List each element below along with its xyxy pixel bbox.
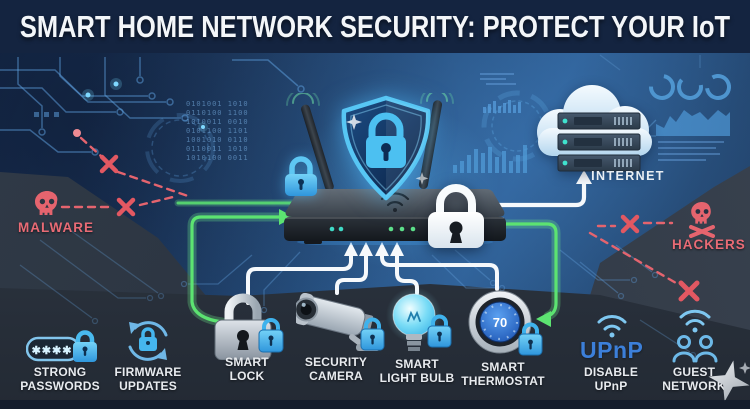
sparkle-glint [415, 172, 429, 185]
blocked-x-icon [116, 197, 136, 217]
password-mask: ✱✱✱✱ [32, 345, 73, 357]
strong-passwords-icon: ✱✱✱✱ [26, 330, 97, 362]
smart-thermostat-icon: 70 [468, 290, 543, 356]
guest-network-label: GUEST NETWORK [662, 365, 726, 393]
secured-badge-lock [518, 322, 543, 356]
mini-bar-chart [453, 145, 527, 173]
secured-badge-lock [360, 317, 385, 351]
cloud-server-stack [557, 112, 641, 172]
firmware-updates-label: FIRMWARE UPDATES [114, 365, 182, 393]
router-padlock-right-icon [428, 184, 484, 248]
malware-threat-path [60, 129, 190, 217]
router-padlock-left-icon [285, 156, 317, 196]
upnp-logo: UPnP [580, 337, 644, 363]
smart-lock-icon [214, 293, 284, 360]
disable-upnp-label: DISABLE UPnP [583, 365, 639, 393]
hackers-skull-icon [689, 202, 715, 238]
hackers-label: HACKERS [672, 237, 746, 252]
antenna-signal-ripples [286, 93, 454, 106]
blocked-x-icon [99, 154, 119, 174]
internet-label: INTERNET [591, 169, 665, 183]
deco-text-bars [480, 73, 724, 161]
malware-label: MALWARE [18, 220, 94, 235]
mini-bar-chart-small [483, 100, 521, 113]
smart-light-bulb-label: SMART LIGHT BULB [379, 357, 455, 385]
mini-donut-charts [649, 74, 731, 100]
hacker-threat-path [588, 214, 700, 302]
smart-light-bulb-icon [386, 287, 452, 351]
secured-badge-lock [258, 318, 284, 353]
green-secure-path-left [174, 199, 310, 327]
circuit-traces-dark [19, 54, 701, 359]
firmware-updates-icon [128, 321, 168, 361]
security-camera-label: SECURITY CAMERA [304, 355, 368, 383]
sparkle-glint [346, 114, 362, 130]
page-title: SMART HOME NETWORK SECURITY: PROTECT YOU… [19, 9, 731, 45]
green-secure-path-right [500, 219, 561, 327]
shield-lock-icon [341, 95, 431, 201]
title-bar [0, 0, 750, 53]
malware-skull-icon [35, 191, 58, 215]
security-camera-icon [296, 293, 385, 351]
device-links [246, 242, 499, 305]
bottom-edge-strip [0, 400, 750, 409]
circuit-traces-mid [180, 244, 659, 314]
circuit-traces-top-left [0, 57, 305, 156]
secured-badge-lock [427, 314, 452, 348]
router-leds [329, 226, 416, 232]
glow-dots [82, 78, 208, 132]
blocked-x-icon [620, 214, 640, 234]
blocked-x-icon [678, 280, 700, 302]
guest-users [672, 335, 718, 363]
smart-thermostat-label: SMART THERMOSTAT [461, 360, 545, 388]
binary-code-decor: 0101001 1010 0110100 1100 1010011 0010 0… [186, 100, 249, 162]
smart-lock-label: SMART LOCK [225, 355, 269, 383]
router-antenna-left [301, 104, 334, 192]
sparkle-icon [708, 360, 750, 402]
strong-passwords-label: STRONG PASSWORDS [20, 365, 100, 393]
internet-cloud-icon [537, 85, 652, 172]
shield-padlock [366, 112, 406, 168]
guest-network-icon [672, 309, 718, 363]
router-antenna-right [418, 100, 442, 190]
thermostat-temperature: 70 [493, 315, 507, 330]
upnp-wifi-icon [597, 315, 627, 338]
